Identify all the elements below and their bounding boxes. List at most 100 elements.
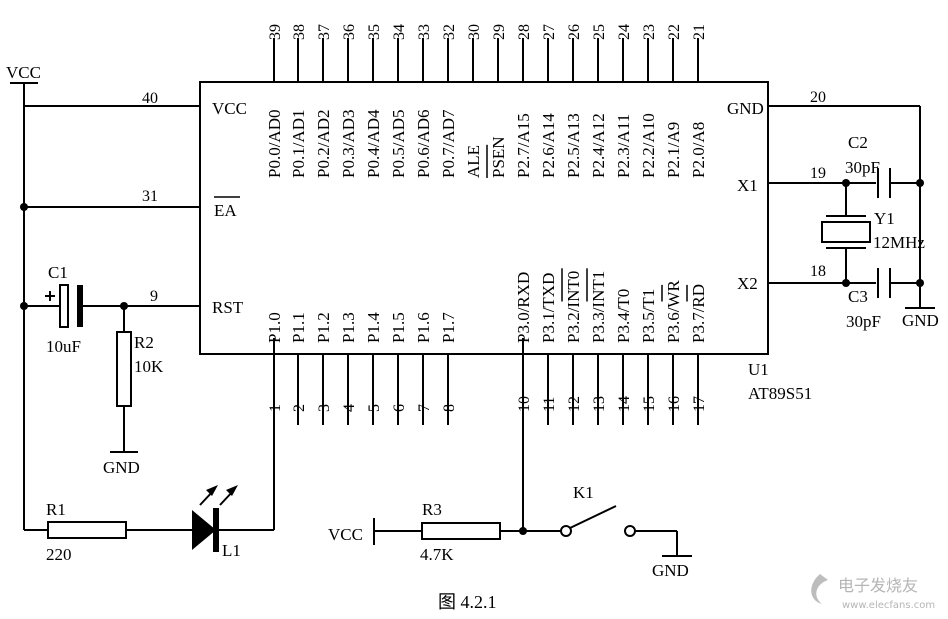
bottom-pin-name: P3.1/TXD <box>539 273 558 343</box>
top-pin-name: P0.3/AD3 <box>339 110 358 178</box>
c3-ref: C3 <box>848 287 868 306</box>
top-pin-name: P0.5/AD5 <box>389 110 408 178</box>
top-pin-name: ALE <box>464 145 483 178</box>
c2-value: 30pF <box>845 158 880 177</box>
bottom-pin-name: P1.7 <box>439 312 458 343</box>
top-pin-name: P2.0/A8 <box>689 122 708 178</box>
bottom-pin-number: 17 <box>691 396 708 412</box>
top-pin-name: P2.6/A14 <box>539 113 558 178</box>
bottom-pin-number: 7 <box>416 404 433 412</box>
top-pin-name: P0.0/AD0 <box>265 110 284 178</box>
r3-body <box>421 522 501 540</box>
top-pin-name: P0.1/AD1 <box>289 110 308 178</box>
top-pin-name: P2.4/A12 <box>589 113 608 178</box>
top-pin-number: 35 <box>366 24 383 40</box>
r3-value: 4.7K <box>420 545 454 564</box>
junction-k1 <box>519 527 527 535</box>
bottom-pin-name: P1.1 <box>289 312 308 343</box>
top-pin-name: P0.2/AD2 <box>314 110 333 178</box>
c2-ref: C2 <box>848 133 868 152</box>
r1-value: 220 <box>46 545 72 564</box>
top-pin-number: 36 <box>341 24 358 40</box>
bottom-pin-number: 1 <box>267 404 284 412</box>
bottom-pin-number: 3 <box>316 404 333 412</box>
top-pin-number: 34 <box>391 24 408 40</box>
top-pin-number: 32 <box>441 24 458 40</box>
top-pin-name: P0.6/AD6 <box>414 110 433 178</box>
top-pin-name: P2.3/A11 <box>614 114 633 178</box>
k1-contact-left <box>560 525 572 537</box>
l1-ref: L1 <box>222 541 241 560</box>
top-pin-number: 39 <box>267 24 284 40</box>
bottom-pin-name: P3.6/WR <box>664 280 683 343</box>
bottom-pin-name: P3.4/T0 <box>614 289 633 343</box>
top-pin-number: 24 <box>616 24 633 40</box>
bottom-pin-name: P3.7/RD <box>689 284 708 343</box>
bottom-pin-number: 5 <box>366 404 383 412</box>
bottom-pin-name: P1.3 <box>339 312 358 343</box>
pin-num-18: 18 <box>810 263 826 280</box>
top-pin-name: P0.4/AD4 <box>364 109 383 178</box>
bottom-pin-name: P1.4 <box>364 312 383 343</box>
vcc-label-r3: VCC <box>328 525 363 544</box>
pin-name-vcc: VCC <box>212 99 247 118</box>
pin-name-ea: EA <box>214 201 237 220</box>
top-pin-number: 33 <box>416 24 433 40</box>
r3-ref: R3 <box>422 500 442 519</box>
gnd-label-k1: GND <box>652 561 689 580</box>
top-pin-number: 27 <box>541 24 558 40</box>
gnd-label-r2: GND <box>103 458 140 477</box>
watermark-url: www.elecfans.com <box>842 600 935 611</box>
top-pin-number: 26 <box>566 24 583 40</box>
top-pin-number: 28 <box>516 24 533 40</box>
r1-ref: R1 <box>46 500 66 519</box>
bottom-pin-name: P3.0/RXD <box>514 272 533 343</box>
top-pin-number: 22 <box>666 24 683 40</box>
top-pin-name: P2.2/A10 <box>639 113 658 178</box>
pin-name-rst: RST <box>212 298 244 317</box>
bottom-pin-number: 2 <box>291 404 308 412</box>
r2-value: 10K <box>134 357 164 376</box>
bottom-pin-number: 15 <box>641 396 658 412</box>
pin-num-31: 31 <box>142 188 158 205</box>
led-triangle <box>192 510 216 550</box>
bottom-pin-group: 1P1.02P1.13P1.24P1.35P1.46P1.57P1.68P1.7… <box>265 268 708 425</box>
pin-num-19: 19 <box>810 165 826 182</box>
c1-ref: C1 <box>48 263 68 282</box>
bottom-pin-name: P3.3/INT1 <box>589 271 608 343</box>
c3-value: 30pF <box>846 312 881 331</box>
pin-num-20: 20 <box>810 89 826 106</box>
k1-ref: K1 <box>573 483 594 502</box>
top-pin-name: P2.5/A13 <box>564 113 583 178</box>
gnd-label-xtal: GND <box>902 311 939 330</box>
led-arrowhead-1 <box>206 485 218 496</box>
r1-body <box>47 521 127 539</box>
top-pin-name: PSEN <box>489 136 508 178</box>
pin-name-gnd: GND <box>727 99 764 118</box>
top-pin-number: 25 <box>591 24 608 40</box>
top-pin-name: P2.1/A9 <box>664 122 683 178</box>
pin-name-x1: X1 <box>737 176 758 195</box>
pin-name-x2: X2 <box>737 274 758 293</box>
chip-ref: U1 <box>748 360 769 379</box>
bottom-pin-name: P3.5/T1 <box>639 289 658 343</box>
watermark: 电子发烧友 www.elecfans.com <box>811 574 935 611</box>
bottom-pin-number: 14 <box>616 396 633 412</box>
k1-contact-right <box>624 525 636 537</box>
y1-value: 12MHz <box>873 233 925 252</box>
top-pin-number: 38 <box>291 24 308 40</box>
vcc-label-top: VCC <box>6 63 41 82</box>
bottom-pin-name: P1.5 <box>389 312 408 343</box>
watermark-text: 电子发烧友 <box>838 576 918 595</box>
top-pin-name: P2.7/A15 <box>514 113 533 178</box>
bottom-pin-number: 11 <box>541 397 558 412</box>
bottom-pin-number: 6 <box>391 404 408 412</box>
junction-c3-gnd <box>916 279 924 287</box>
watermark-logo-icon <box>811 574 828 604</box>
pin-num-40: 40 <box>142 90 158 107</box>
bottom-pin-number: 12 <box>566 396 583 412</box>
top-pin-number: 37 <box>316 24 333 40</box>
junction-ea <box>20 203 28 211</box>
y1-ref: Y1 <box>874 209 895 228</box>
junction-c2-gnd <box>916 179 924 187</box>
